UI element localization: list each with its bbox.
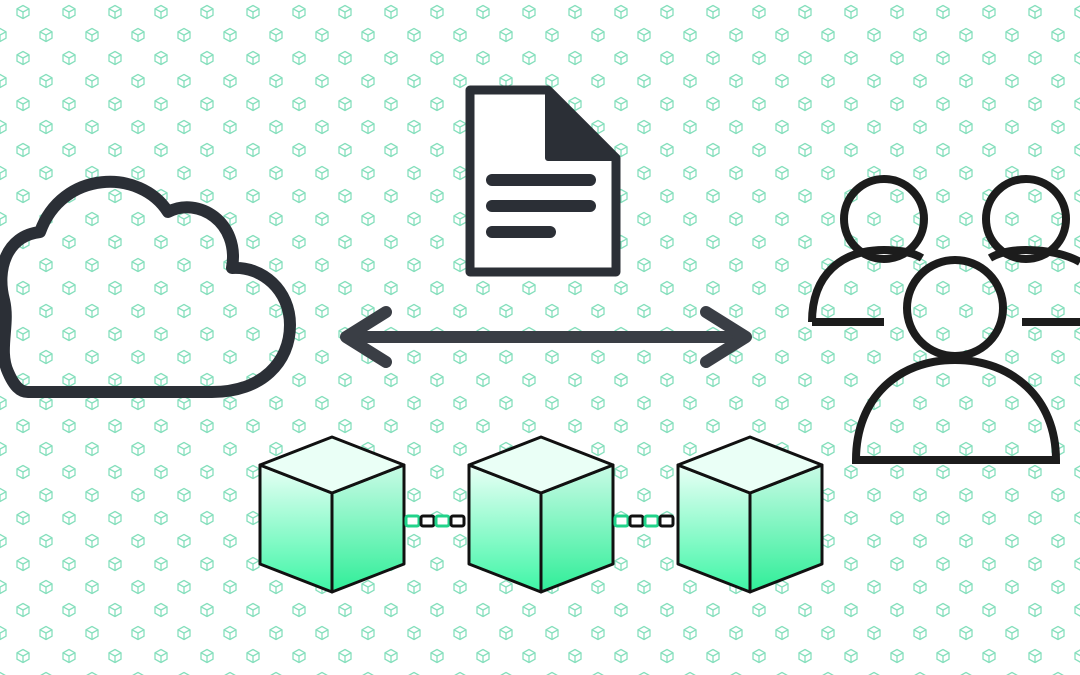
document-icon — [465, 85, 621, 277]
blockchain — [258, 435, 824, 594]
person-front-icon — [851, 256, 1061, 464]
person-right-icon — [982, 175, 1080, 326]
person-left-icon — [808, 175, 928, 326]
blockchain-block-icon — [258, 435, 406, 594]
blockchain-block-icon — [467, 435, 615, 594]
blockchain-block-icon — [676, 435, 824, 594]
users-group-icon — [808, 175, 1080, 464]
cloud-icon — [0, 175, 296, 398]
chain-link-icon — [404, 514, 466, 528]
chain-link-icon — [613, 514, 675, 528]
double-arrow-icon — [340, 306, 752, 368]
